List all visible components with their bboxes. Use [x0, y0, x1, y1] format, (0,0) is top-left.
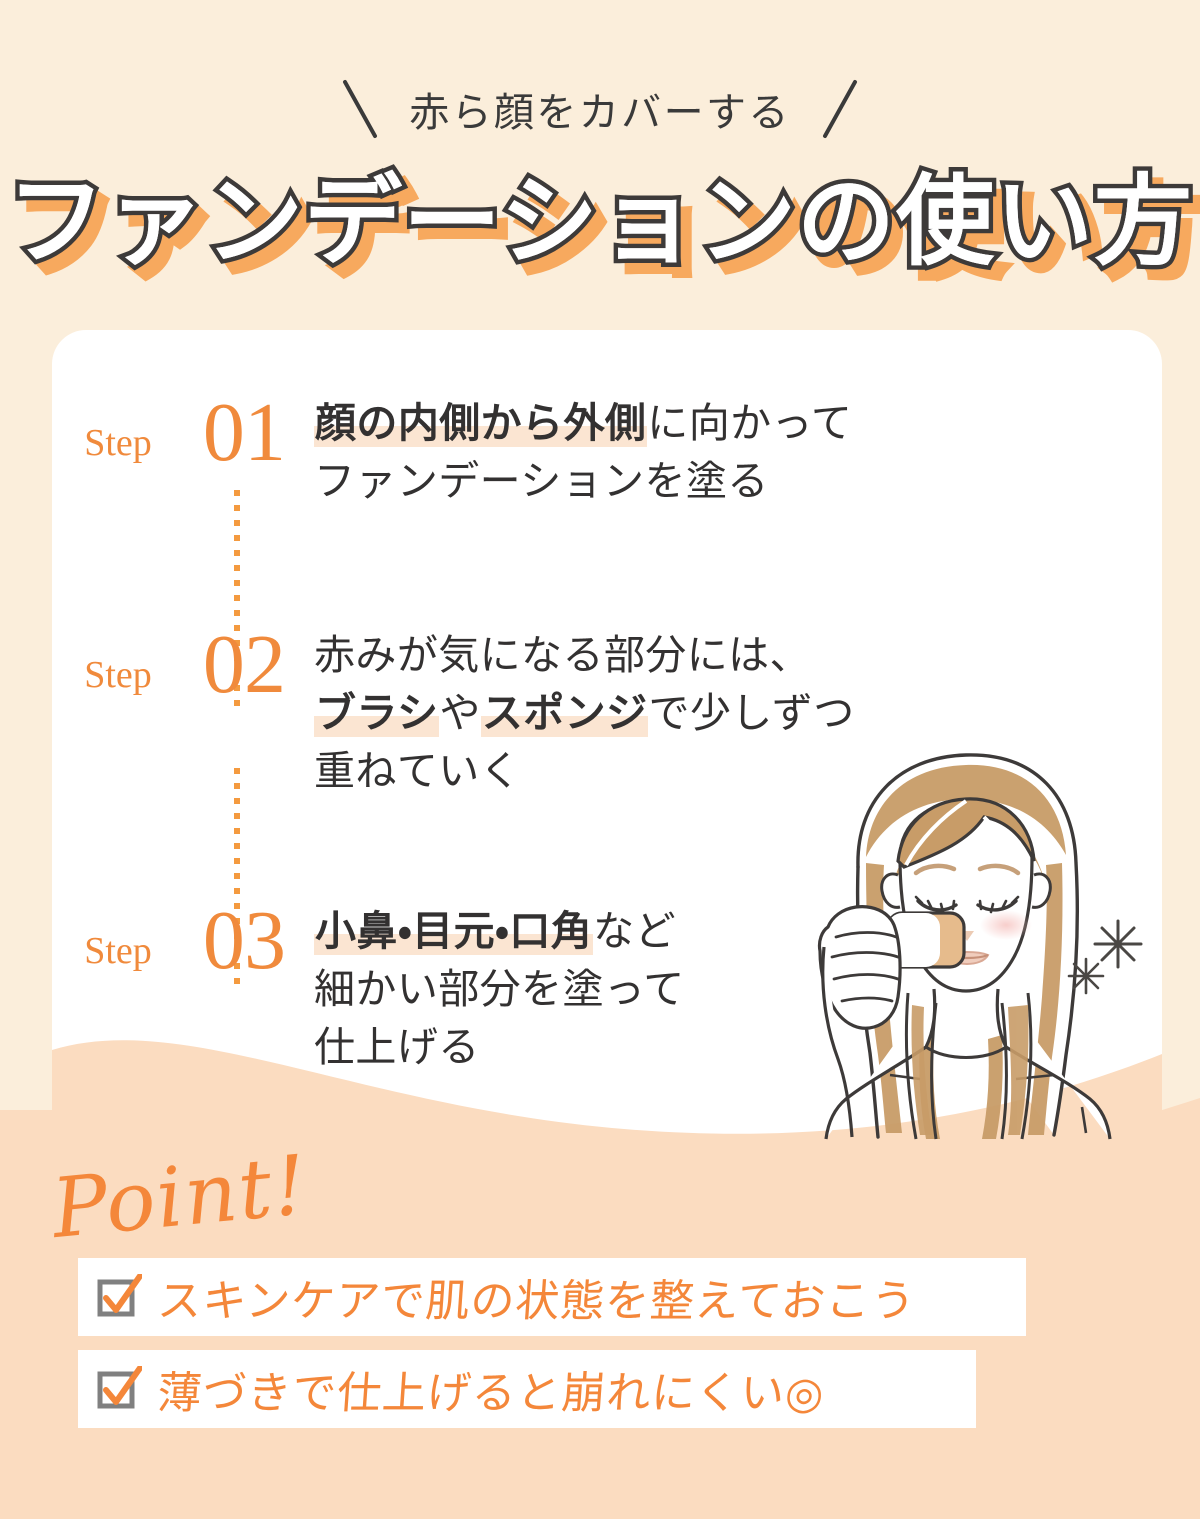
dot: [234, 595, 240, 601]
dot: [234, 490, 240, 496]
step-plain: 赤みが気になる部分には、: [314, 631, 811, 679]
title-outline-layer: ファンデーションの使い方: [3, 165, 1197, 279]
step-number: 03: [202, 894, 286, 987]
dot: [234, 903, 240, 909]
step-line: 細かい部分を塗って: [314, 960, 685, 1018]
checkbox-checked-icon[interactable]: [96, 1273, 143, 1320]
step-plain: ファンデーションを塗る: [314, 457, 769, 506]
list-item[interactable]: スキンケアで肌の状態を整えておこう: [78, 1258, 1026, 1336]
step-item-03: Step 03 小鼻・目元・口角など 細かい部分を塗って 仕上げる: [62, 894, 685, 1077]
step-item-02: Step 02 赤みが気になる部分には、 ブラシやスポンジで少しずつ 重ねていく: [62, 618, 855, 801]
dot: [234, 918, 240, 924]
step-label: Step: [84, 930, 152, 972]
list-item-label: 薄づきで仕上げると崩れにくい◎: [155, 1368, 827, 1419]
dot: [234, 933, 240, 939]
dot: [234, 565, 240, 571]
step-highlight: 顔の内側から外側: [314, 399, 648, 447]
title-shadow-layer: ファンデーションの使い方: [14, 176, 1200, 290]
dot: [234, 610, 240, 616]
dot: [234, 948, 240, 954]
point-checklist: スキンケアで肌の状態を整えておこう 薄づきで仕上げると崩れにくい◎: [78, 1258, 1098, 1442]
step-connector-dots-1: [234, 490, 240, 715]
dot: [234, 640, 240, 646]
title-fill-layer: ファンデーションの使い方: [7, 165, 1193, 279]
dot: [234, 520, 240, 526]
dot: [234, 625, 240, 631]
dot: [234, 670, 240, 676]
step-label: Step: [84, 422, 152, 464]
list-item[interactable]: 薄づきで仕上げると崩れにくい◎: [78, 1350, 976, 1428]
step-line: 赤みが気になる部分には、: [314, 626, 855, 684]
step-description: 顔の内側から外側に向かって ファンデーションを塗る: [314, 394, 852, 510]
dot: [234, 535, 240, 541]
dot: [234, 978, 240, 984]
subtitle-text: 赤ら顔をカバーする: [409, 90, 791, 136]
steps-list: Step 01 顔の内側から外側に向かって ファンデーションを塗る Step 0…: [52, 330, 1162, 1160]
step-line: 小鼻・目元・口角など: [314, 902, 685, 960]
step-plain: 仕上げる: [314, 1023, 480, 1072]
step-plain: や: [439, 689, 481, 738]
dot: [234, 768, 240, 774]
step-highlight: 小鼻・目元・口角: [314, 907, 594, 955]
page-title: ファンデーションの使い方 ファンデーションの使い方 ファンデーションの使い方: [3, 165, 1200, 287]
dot: [234, 858, 240, 864]
dot: [234, 783, 240, 789]
step-plain: 重ねていく: [314, 747, 522, 796]
subtitle-row: 赤ら顔をカバーする: [0, 78, 1200, 140]
step-description: 赤みが気になる部分には、 ブラシやスポンジで少しずつ 重ねていく: [314, 626, 855, 801]
dot: [234, 813, 240, 819]
step-line: ファンデーションを塗る: [314, 452, 852, 510]
dot: [234, 505, 240, 511]
step-connector-dots-2: [234, 768, 240, 993]
dot: [234, 550, 240, 556]
woman-illustration: [770, 735, 1170, 1165]
dot: [234, 873, 240, 879]
step-plain: で少しずつ: [648, 689, 855, 738]
step-plain: 細かい部分を塗って: [314, 965, 685, 1014]
step-label: Step: [84, 654, 152, 696]
dot: [234, 828, 240, 834]
step-line: 顔の内側から外側に向かって: [314, 394, 852, 452]
step-highlight: ブラシ: [314, 689, 440, 738]
step-line: 仕上げる: [314, 1018, 685, 1076]
step-number: 01: [202, 386, 286, 479]
main-title-wrap: ファンデーションの使い方 ファンデーションの使い方 ファンデーションの使い方: [0, 152, 1200, 292]
sparkle-icon: [1093, 919, 1143, 969]
dot: [234, 655, 240, 661]
sparkle-icon: [1067, 957, 1105, 995]
dot: [234, 700, 240, 706]
card-bottom-wave: [52, 1040, 1162, 1160]
dot: [234, 580, 240, 586]
step-line: 重ねていく: [314, 742, 855, 800]
slash-right-icon: [822, 80, 857, 138]
step-highlight: スポンジ: [480, 689, 649, 738]
dot: [234, 843, 240, 849]
step-plain: に向かって: [647, 399, 853, 447]
sparkles-group: [1067, 919, 1143, 995]
slash-left-icon: [343, 80, 378, 138]
header: 赤ら顔をカバーする ファンデーションの使い方 ファンデーションの使い方 ファンデ…: [0, 0, 1200, 330]
checkbox-checked-icon[interactable]: [96, 1365, 143, 1412]
step-item-01: Step 01 顔の内側から外側に向かって ファンデーションを塗る: [62, 386, 852, 510]
step-description: 小鼻・目元・口角など 細かい部分を塗って 仕上げる: [314, 902, 685, 1077]
step-number: 02: [202, 618, 286, 711]
dot: [234, 888, 240, 894]
step-plain: など: [593, 907, 676, 955]
dot: [234, 798, 240, 804]
list-item-label: スキンケアで肌の状態を整えておこう: [155, 1276, 918, 1327]
step-line: ブラシやスポンジで少しずつ: [314, 684, 855, 742]
dot: [234, 963, 240, 969]
dot: [234, 685, 240, 691]
